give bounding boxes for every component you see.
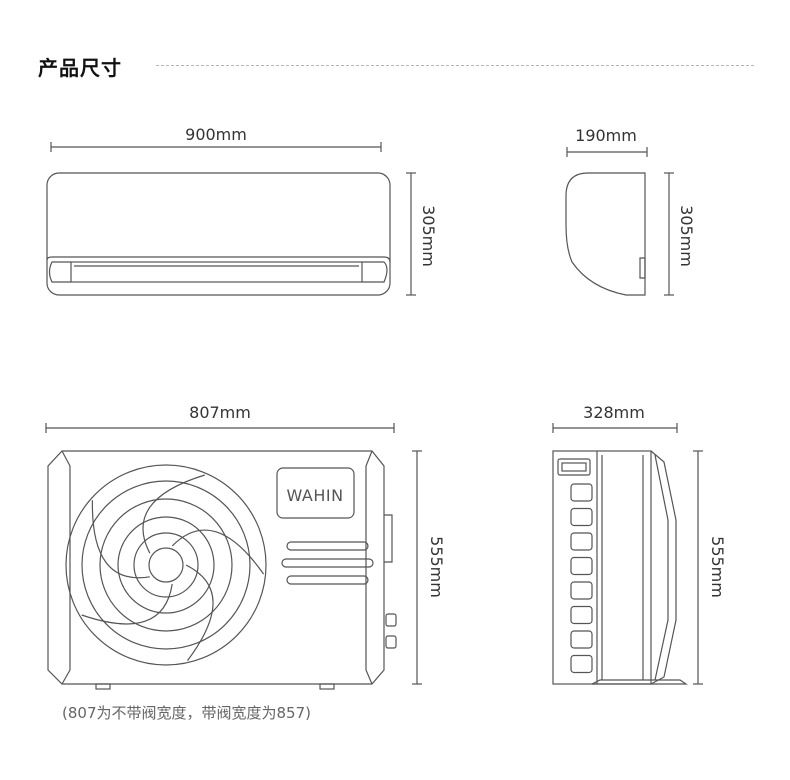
indoor-width-label: 900mm	[185, 125, 247, 144]
side-slot	[570, 532, 593, 551]
valve-bottom	[385, 635, 397, 649]
side-slots	[570, 483, 593, 674]
side-base	[591, 679, 688, 685]
fan-blade	[171, 529, 265, 575]
side-slot	[570, 581, 593, 600]
valve-top	[385, 613, 397, 627]
outdoor-width-label: 807mm	[189, 403, 251, 422]
side-slot	[570, 654, 593, 674]
fan-blade	[81, 583, 173, 625]
fan-hub	[148, 547, 184, 583]
outdoor-side-height-label: 555mm	[708, 536, 727, 598]
logo-badge	[276, 467, 355, 519]
fan-blades	[81, 474, 265, 661]
fan-blade	[91, 500, 150, 579]
outdoor-front-view: 807mm WAHIN 555mm	[45, 403, 446, 690]
indoor-side-profile	[565, 172, 646, 296]
outdoor-side-grille	[650, 450, 677, 685]
brand-logo-text: WAHIN	[286, 486, 343, 505]
fan-blade	[185, 564, 214, 661]
indoor-unit-body	[46, 172, 391, 296]
indoor-side-height-label: 305mm	[677, 205, 696, 267]
title-divider	[156, 65, 754, 66]
indoor-height-label: 305mm	[419, 205, 438, 267]
foot-left	[95, 683, 111, 690]
vent-slot	[281, 558, 374, 568]
indoor-front-view: 900mm 305mm	[46, 125, 438, 296]
vent-slot	[286, 575, 369, 585]
side-handle	[557, 458, 591, 476]
vent-slot	[286, 541, 369, 551]
fan-blade	[142, 474, 205, 554]
indoor-depth-label: 190mm	[575, 126, 637, 145]
outdoor-height-label: 555mm	[427, 536, 446, 598]
indoor-side-view: 190mm 305mm	[565, 126, 696, 296]
side-slot	[570, 630, 593, 649]
section-title: 产品尺寸	[38, 56, 122, 80]
foot-right	[319, 683, 335, 690]
side-slot	[570, 556, 593, 576]
valve-cover	[384, 514, 393, 563]
outdoor-side-view: 328mm 555mm	[552, 403, 727, 685]
outdoor-depth-label: 328mm	[583, 403, 645, 422]
fan-guard	[65, 464, 267, 666]
side-slot	[570, 507, 593, 527]
indoor-louver	[70, 261, 363, 283]
side-slot	[570, 483, 593, 502]
side-slot	[570, 605, 593, 625]
width-note: (807为不带阀宽度，带阀宽度为857)	[62, 704, 311, 722]
